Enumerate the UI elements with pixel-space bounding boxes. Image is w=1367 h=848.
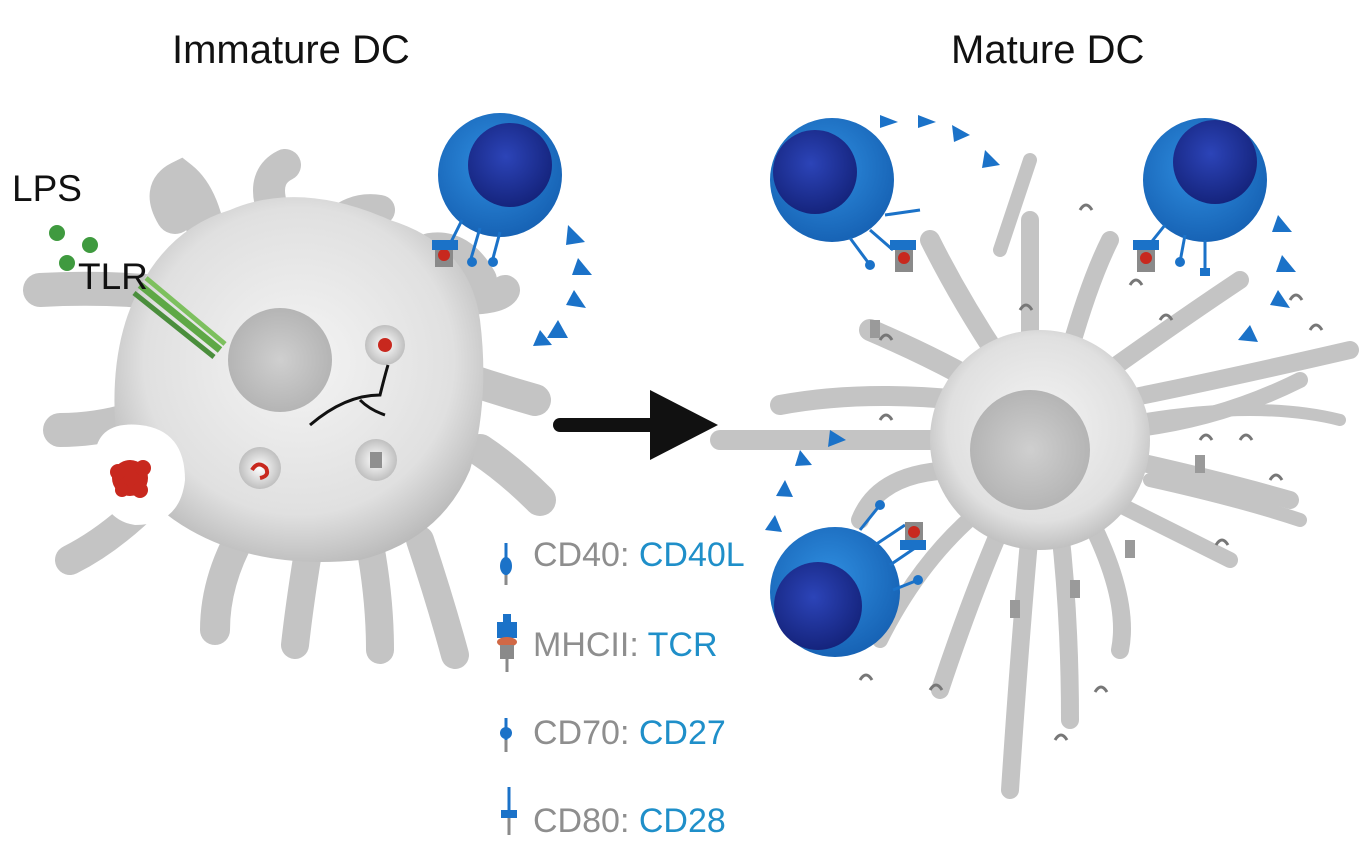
legend-molecule: CD80 bbox=[533, 802, 620, 840]
tlr-receptor-icon bbox=[132, 276, 227, 359]
immature-dc-title: Immature DC bbox=[172, 28, 410, 72]
legend-partner: TCR bbox=[647, 626, 718, 664]
cd80-receptor-icon bbox=[501, 787, 517, 835]
maturation-arrow bbox=[553, 390, 718, 460]
mature-dc-title: Mature DC bbox=[951, 28, 1145, 72]
mhcii-tcr-icon bbox=[497, 614, 517, 672]
legend-row-cd80: CD80: CD28 bbox=[533, 802, 726, 841]
tlr-signaling-line bbox=[309, 364, 390, 427]
legend-molecule: CD70 bbox=[533, 714, 620, 752]
antigen-particle bbox=[110, 460, 151, 498]
cytokine-arrows-immature bbox=[533, 225, 592, 346]
legend-row-cd70: CD70: CD27 bbox=[533, 714, 726, 753]
immature-dendritic-cell bbox=[23, 149, 556, 669]
legend-partner: CD27 bbox=[638, 714, 726, 752]
mature-dc-nucleus bbox=[970, 390, 1090, 510]
lps-label: LPS bbox=[12, 168, 82, 209]
legend-separator: : bbox=[619, 802, 630, 840]
tlr-label: TLR bbox=[78, 256, 148, 297]
legend-molecule: MHCII bbox=[533, 626, 630, 664]
t-cell-mature-bottom-left-icon bbox=[770, 500, 926, 657]
legend-partner: CD40L bbox=[638, 536, 745, 574]
cd70-receptor-icon bbox=[500, 718, 512, 752]
legend-separator: : bbox=[619, 536, 630, 574]
legend-molecule: CD40 bbox=[533, 536, 620, 574]
legend-row-mhcii: MHCII: TCR bbox=[533, 626, 718, 665]
t-cell-mature-top-right-icon bbox=[1133, 118, 1267, 276]
legend-partner: CD28 bbox=[638, 802, 726, 840]
cd40-receptor-icon bbox=[500, 543, 512, 585]
antigen-vesicle bbox=[239, 447, 281, 489]
lps-molecules-icon bbox=[49, 225, 98, 271]
t-cell-immature-icon bbox=[432, 113, 562, 267]
immature-dc-nucleus bbox=[228, 308, 332, 412]
mature-dendritic-cell bbox=[710, 153, 1359, 799]
t-cell-mature-top-left-icon bbox=[770, 118, 921, 272]
legend-separator: : bbox=[619, 714, 630, 752]
legend-row-cd40: CD40: CD40L bbox=[533, 536, 745, 575]
cytokine-arrows-mature bbox=[765, 115, 1296, 532]
legend-separator: : bbox=[629, 626, 639, 664]
